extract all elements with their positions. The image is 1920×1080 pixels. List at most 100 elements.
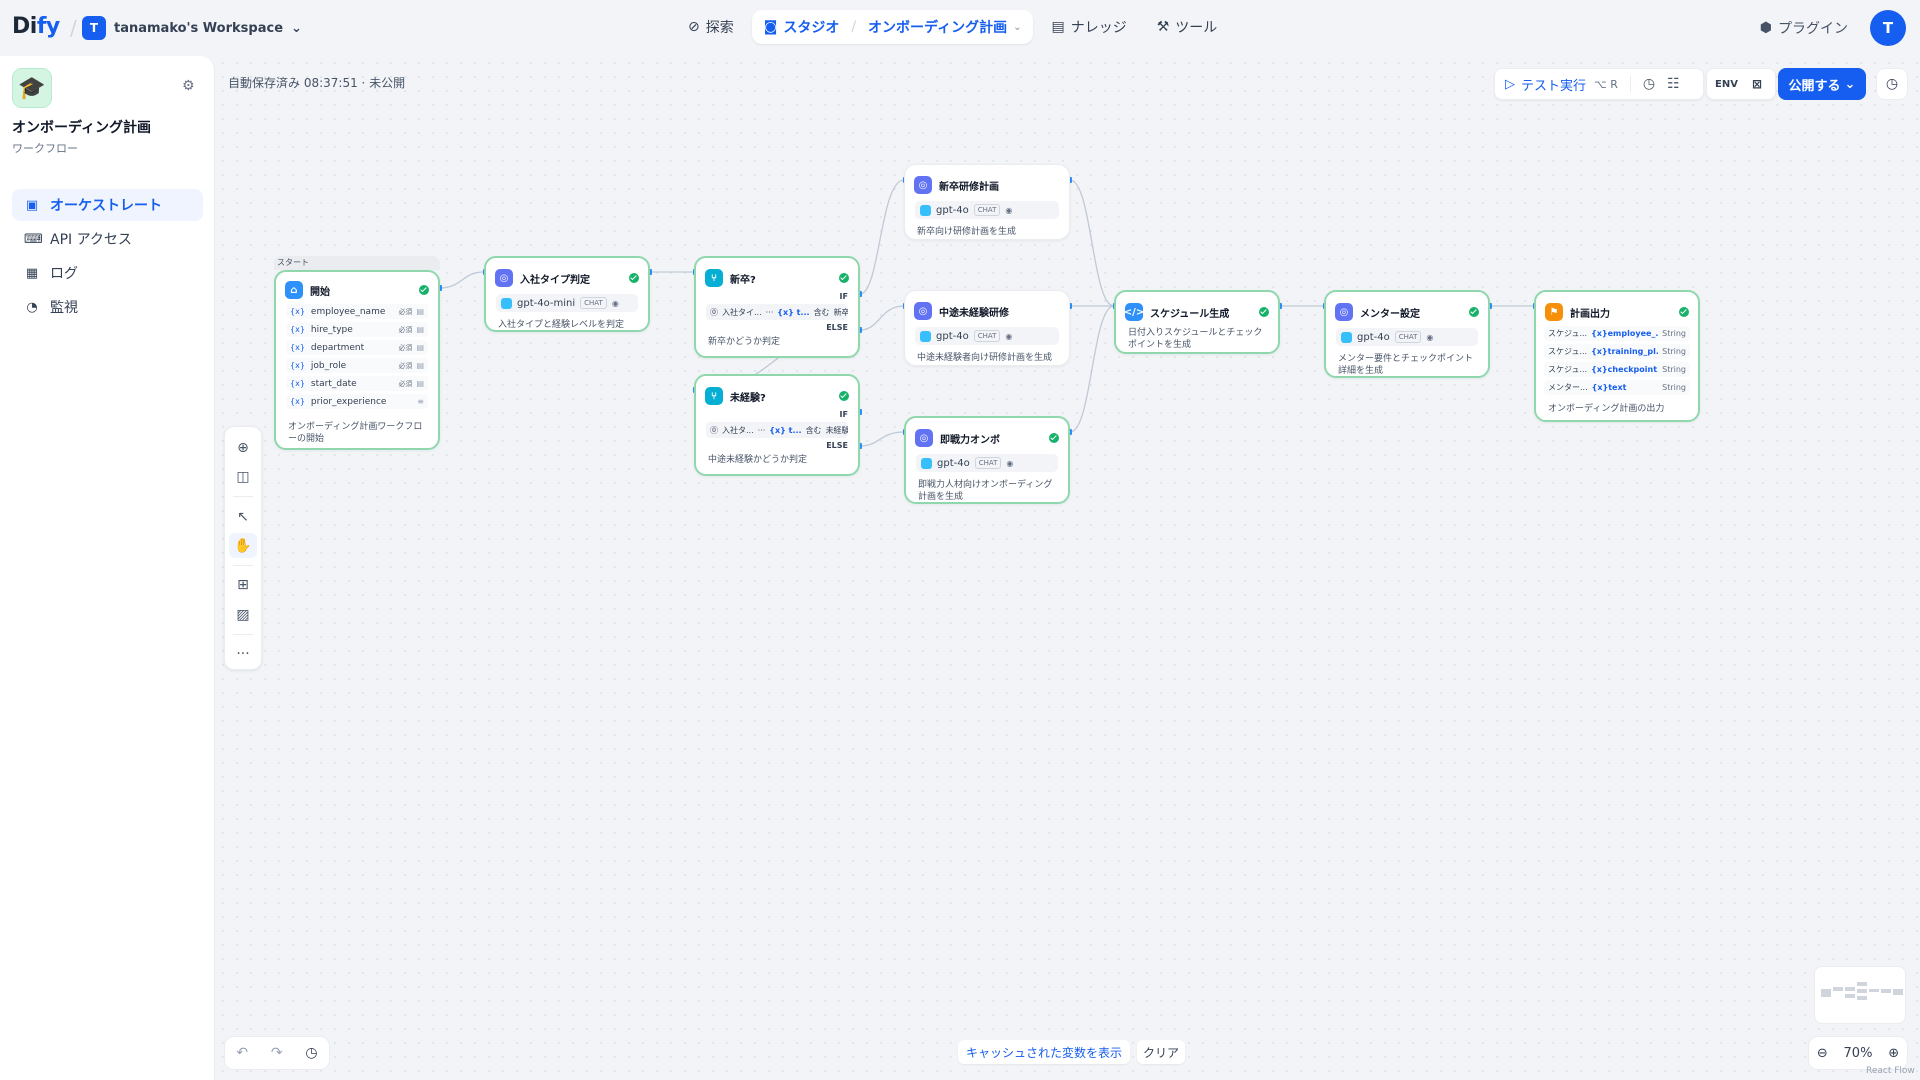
hand-icon[interactable]: ✋ (229, 533, 257, 559)
history-icon[interactable]: ◷ (305, 1045, 318, 1061)
main-nav: ⊘探索 ◙ スタジオ / オンボーディング計画 ⌄ ▤ナレッジ ⚒ツール (676, 10, 1229, 44)
plugins-button[interactable]: ⬢プラグイン (1759, 20, 1848, 37)
branch-icon: ⑂ (705, 269, 723, 287)
organize-blocks-icon[interactable]: ⊞ (237, 577, 249, 594)
version-history-button[interactable]: ◷ (1876, 68, 1908, 100)
export-image-icon[interactable]: ▨ (236, 606, 250, 623)
sidebar-item-monitoring[interactable]: ◔監視 (12, 291, 203, 323)
header-separator: / (70, 16, 77, 40)
history-icon: ◷ (1885, 76, 1899, 92)
compass-icon: ⊘ (688, 19, 700, 35)
code-node-schedule[interactable]: </>スケジュール生成 日付入りスケジュールとチェックポイントを生成 (1114, 290, 1280, 354)
top-bar: Dify / T tanamako's Workspace ⌄ ⊘探索 ◙ スタ… (0, 0, 1920, 56)
chevron-down-icon: ⌄ (1844, 76, 1856, 92)
node-description: 即戦力人材向けオンボーディング計画を生成 (918, 480, 1053, 502)
end-node-output[interactable]: ⚑計画出力 スケジュ...{x}employee_...String スケジュ.… (1534, 290, 1700, 422)
minimap[interactable] (1814, 966, 1906, 1024)
check-icon (839, 273, 849, 283)
zoom-out-icon[interactable]: ⊖ (1816, 1045, 1828, 1061)
user-avatar[interactable]: T (1870, 10, 1906, 46)
undo-icon[interactable]: ↶ (236, 1045, 249, 1061)
sidebar-item-api[interactable]: ⌨API アクセス (24, 231, 132, 249)
redo-icon[interactable]: ↷ (270, 1045, 283, 1061)
home-icon: ⌂ (285, 281, 303, 299)
checklist-icon[interactable]: ☷ (1667, 76, 1680, 92)
zoom-in-icon[interactable]: ⊕ (1888, 1045, 1900, 1061)
history-run-icon[interactable]: ◷ (1642, 76, 1656, 92)
node-description: 新卒かどうか判定 (708, 337, 781, 347)
test-run-button[interactable]: テスト実行 (1521, 78, 1587, 94)
show-cached-vars-button[interactable]: キャッシュされた変数を表示 (958, 1040, 1131, 1064)
nav-knowledge[interactable]: ▤ナレッジ (1051, 19, 1127, 36)
workspace-switcher[interactable]: T tanamako's Workspace ⌄ (82, 16, 302, 40)
llm-icon: ◎ (914, 176, 932, 194)
chevron-down-icon: ⌄ (291, 20, 302, 36)
pointer-icon[interactable]: ↖ (237, 508, 249, 525)
variables-icon[interactable]: ⊠ (1751, 77, 1763, 91)
llm-icon: ◎ (914, 302, 932, 320)
undo-redo-group: ↶ ↷ ◷ (224, 1036, 330, 1070)
test-run-group: ▷ テスト実行 ⌥ R ◷ ☷ (1494, 68, 1704, 100)
check-icon (1049, 433, 1059, 443)
app-sidebar: 🎓 ⚙ オンボーディング計画 ワークフロー ▣オーケストレート ⌨API アクセ… (0, 56, 215, 1080)
clear-cache-button[interactable]: クリア (1137, 1040, 1186, 1064)
run-shortcut: ⌥ R (1594, 77, 1618, 91)
layout-icon: ▣ (25, 197, 39, 213)
terminal-icon: ⌨ (24, 231, 43, 247)
more-icon[interactable]: ··· (236, 646, 250, 663)
react-flow-attribution[interactable]: React Flow (1866, 1066, 1915, 1076)
canvas-toolbar: ⊕ ◫ ↖ ✋ ⊞ ▨ ··· (224, 426, 262, 670)
zoom-level[interactable]: 70% (1843, 1045, 1873, 1061)
branch-icon: ⑂ (705, 387, 723, 405)
add-node-icon[interactable]: ⊕ (237, 439, 249, 456)
eye-icon: ◉ (1426, 332, 1434, 342)
graduation-cap-icon: 🎓 (12, 68, 52, 108)
nav-studio[interactable]: ◙ スタジオ / オンボーディング計画 ⌄ (751, 10, 1034, 44)
check-icon (839, 391, 849, 401)
sidebar-item-orchestrate[interactable]: ▣オーケストレート (12, 189, 203, 221)
llm-icon: ◎ (495, 269, 513, 287)
settings-sliders-icon[interactable]: ⚙ (182, 78, 195, 94)
dashboard-icon: ◔ (26, 299, 38, 315)
check-icon (1469, 307, 1479, 317)
node-description: 新卒向け研修計画を生成 (917, 227, 1017, 237)
dify-logo[interactable]: Dify (12, 14, 60, 39)
start-group-label: スタート (274, 256, 440, 270)
robot-icon: ◙ (763, 19, 778, 35)
nav-explore[interactable]: ⊘探索 (688, 19, 734, 36)
publish-button[interactable]: 公開する⌄ (1778, 68, 1866, 100)
hammer-icon: ⚒ (1156, 19, 1170, 35)
current-app-selector[interactable]: オンボーディング計画 (868, 20, 1008, 36)
output-var-row: スケジュ...{x}training_pl...String (1544, 344, 1690, 359)
check-icon (629, 273, 639, 283)
sidebar-item-logs[interactable]: ▦ログ (25, 265, 78, 283)
chevron-down-icon: ⌄ (1013, 21, 1022, 33)
app-type: ワークフロー (12, 142, 78, 155)
eye-icon: ◉ (1006, 458, 1014, 468)
code-icon: </> (1124, 303, 1144, 321)
env-button[interactable]: ENV (1715, 78, 1738, 90)
node-description: オンボーディング計画ワークフローの開始 (288, 422, 423, 444)
node-description: 日付入りスケジュールとチェックポイントを生成 (1128, 328, 1263, 350)
add-note-icon[interactable]: ◫ (236, 468, 250, 485)
play-icon: ▷ (1505, 76, 1515, 92)
node-description: 中途未経験かどうか判定 (708, 455, 808, 465)
nav-tools[interactable]: ⚒ツール (1156, 19, 1218, 36)
